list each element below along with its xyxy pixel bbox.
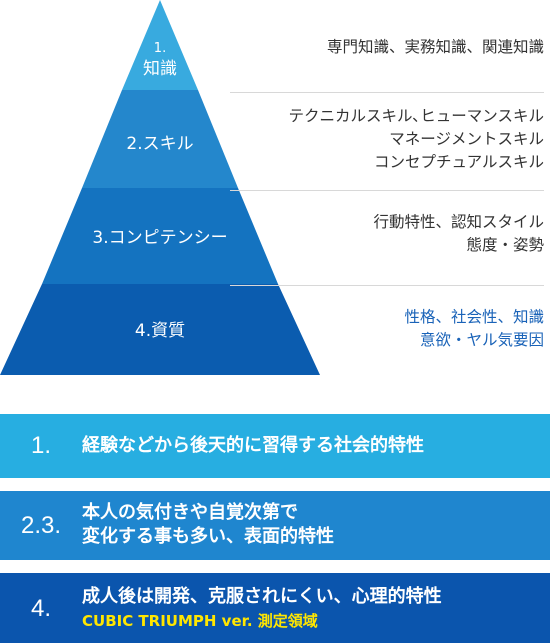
band-4-text: 成人後は開発、克服されにくい、心理的特性 CUBIC TRIUMPH ver. … (82, 585, 442, 633)
band-4-subtext: CUBIC TRIUMPH ver. 測定領域 (82, 612, 318, 630)
band-2-3-text: 本人の気付きや自覚次第で 変化する事も多い、表面的特性 (82, 501, 334, 549)
description-line: 行動特性、認知スタイル (373, 213, 544, 231)
band-4: 4. 成人後は開発、克服されにくい、心理的特性 CUBIC TRIUMPH ve… (0, 573, 550, 643)
divider (230, 92, 544, 93)
band-1: 1. 経験などから後天的に習得する社会的特性 (0, 414, 550, 478)
band-2-3-line: 本人の気付きや自覚次第で (82, 502, 298, 523)
band-2-3-number: 2.3. (20, 512, 62, 539)
description-line: 性格、社会性、知識 (404, 308, 544, 326)
band-1-text: 経験などから後天的に習得する社会的特性 (82, 435, 424, 456)
description-layer-1: 専門知識、実務知識、関連知識 (327, 36, 544, 59)
divider (230, 190, 544, 191)
pyramid-diagram: 1. 知識 2.スキル 3.コンピテンシー 4.資質 (0, 0, 320, 375)
band-2-3: 2.3. 本人の気付きや自覚次第で 変化する事も多い、表面的特性 (0, 491, 550, 560)
layer-1-number: 1. (154, 41, 166, 56)
pyramid-layer-3 (42, 188, 278, 284)
description-layer-2: テクニカルスキル､ヒューマンスキル マネージメントスキル コンセプチュアルスキル (289, 105, 544, 174)
layer-1-label: 知識 (143, 59, 177, 79)
band-4-number: 4. (30, 595, 51, 622)
layer-4-label: 4.資質 (135, 321, 185, 341)
band-4-line: 成人後は開発、克服されにくい、心理的特性 (82, 586, 442, 607)
description-line: コンセプチュアルスキル (373, 153, 544, 171)
band-1-number: 1. (30, 432, 51, 459)
divider (230, 285, 544, 286)
description-line: 意欲・ヤル気要因 (419, 331, 544, 349)
description-layer-4: 性格、社会性、知識 意欲・ヤル気要因 (404, 306, 544, 352)
pyramid-layer-2 (82, 90, 238, 188)
description-line: テクニカルスキル､ヒューマンスキル (288, 107, 544, 125)
description-layer-3: 行動特性、認知スタイル 態度・姿勢 (373, 211, 544, 257)
description-line: マネージメントスキル (389, 130, 544, 148)
description-line: 態度・姿勢 (466, 236, 544, 254)
description-line: 専門知識、実務知識、関連知識 (326, 38, 544, 56)
pyramid-layer-4 (0, 284, 320, 375)
layer-2-label: 2.スキル (126, 134, 193, 154)
band-2-3-line: 変化する事も多い、表面的特性 (82, 526, 334, 547)
pyramid-layer-1 (122, 0, 198, 90)
layer-3-label: 3.コンピテンシー (92, 228, 227, 248)
